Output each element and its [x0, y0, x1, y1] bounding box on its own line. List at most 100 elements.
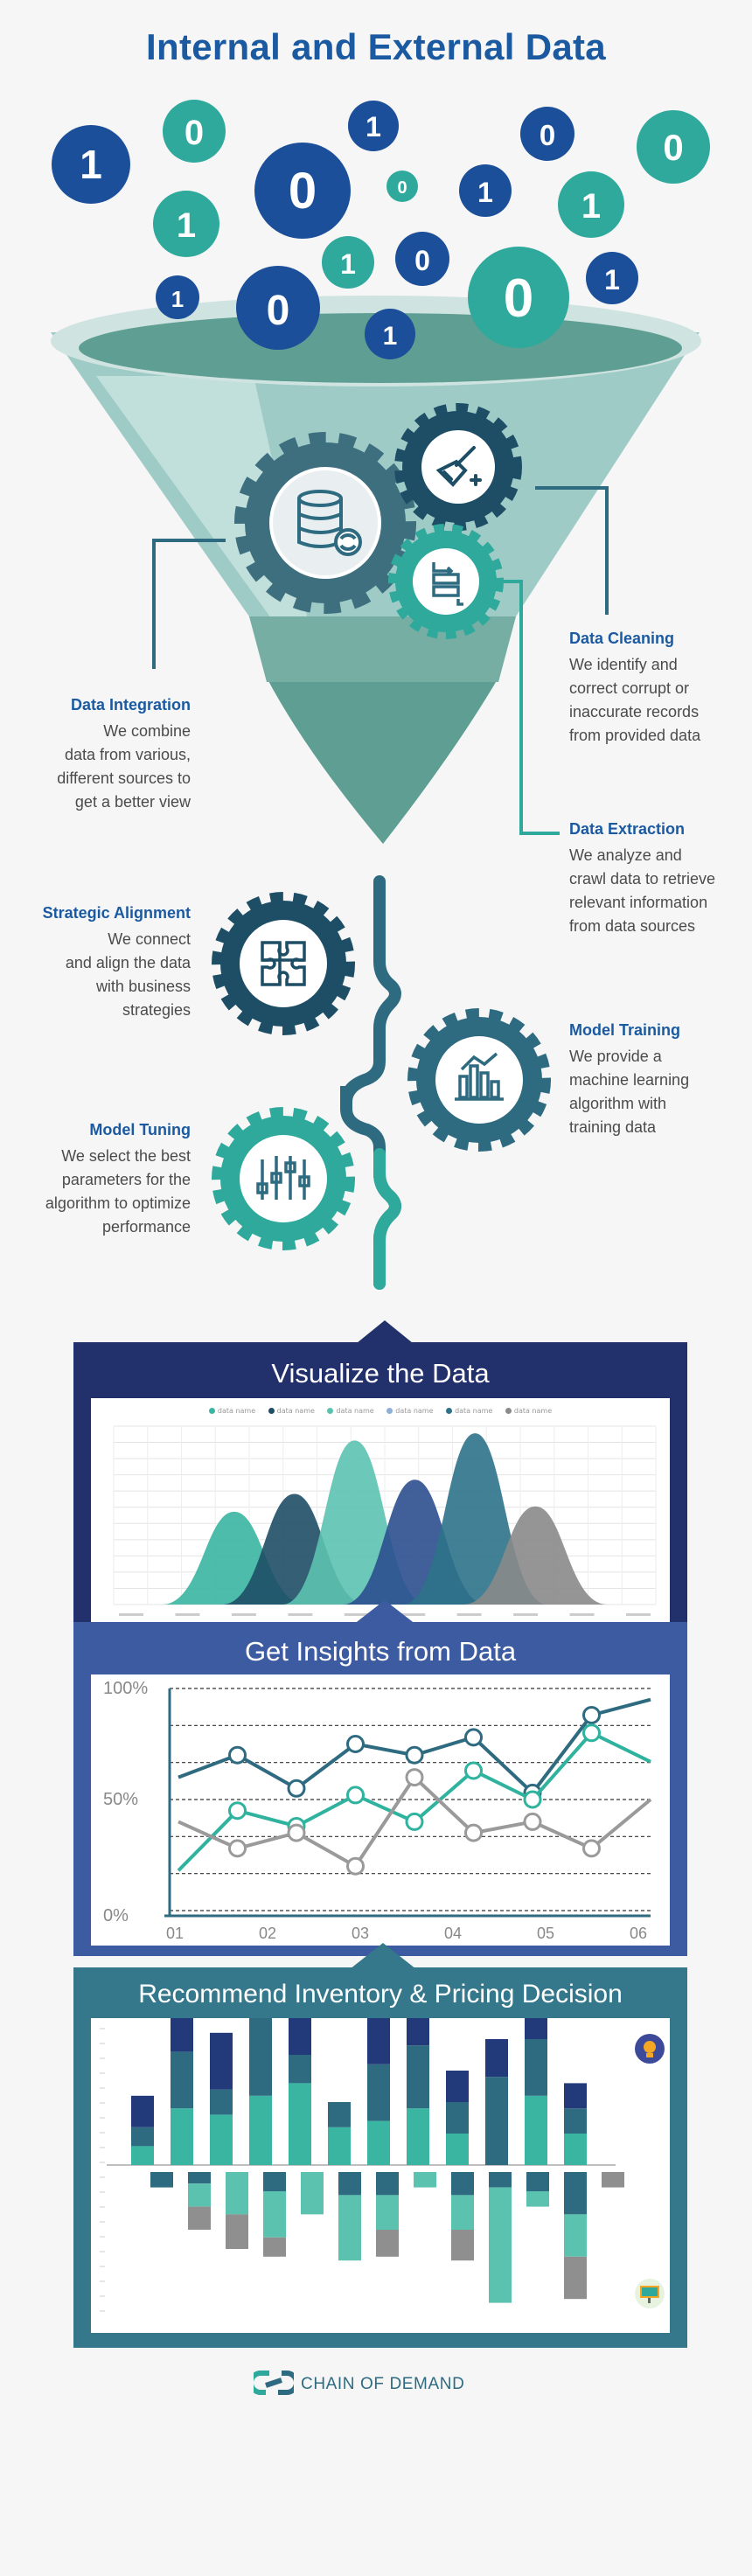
bar-segment	[451, 2230, 474, 2261]
data-point	[405, 1768, 424, 1787]
digit-circle: 0	[637, 110, 710, 184]
data-point	[582, 1723, 601, 1743]
binary-digits: 1 0 1 0 1 0 0 1 1 0 1 0 1 0 1 0 1	[52, 100, 710, 359]
bar-segment	[131, 2146, 154, 2165]
bar-segment	[489, 2172, 512, 2188]
svg-text:1: 1	[171, 286, 184, 312]
bar-segment	[171, 2051, 193, 2109]
connector-extraction	[490, 580, 560, 835]
bar-segment	[525, 2039, 547, 2096]
data-point	[346, 1856, 365, 1876]
brand-name: CHAIN OF DEMAND	[301, 2375, 465, 2393]
step-line: inaccurate records	[569, 703, 700, 721]
step-line: strategies	[122, 1001, 191, 1019]
step-alignment: Strategic Alignment We connect and align…	[17, 904, 191, 1022]
broom-icon	[435, 446, 482, 487]
tuning-gear	[212, 1107, 355, 1250]
x-tick-label: 06	[630, 1925, 647, 1942]
bar-segment	[407, 2108, 429, 2165]
bar-segment	[338, 2195, 361, 2261]
bar-segment	[171, 2108, 193, 2165]
bar-segment	[226, 2214, 248, 2249]
bar-segment	[210, 2114, 233, 2165]
data-point	[346, 1735, 365, 1753]
bar-segment	[376, 2230, 399, 2257]
data-point	[287, 1823, 306, 1842]
puzzle-icon	[261, 941, 306, 986]
training-gear	[407, 1008, 551, 1152]
bar-segment	[249, 1963, 272, 2096]
svg-text:0: 0	[504, 268, 533, 329]
panel-title: Get Insights from Data	[244, 1636, 517, 1667]
bar-segment	[485, 2039, 508, 2078]
bar-segment	[485, 2077, 508, 2165]
bar-segment	[171, 1988, 193, 2052]
bar-segment	[301, 2172, 324, 2215]
data-point	[464, 1761, 483, 1780]
svg-text:0: 0	[289, 163, 317, 219]
connector-cleaning	[535, 486, 609, 615]
connector-integration	[152, 539, 226, 669]
bar-segment	[263, 2191, 286, 2238]
bar-segment	[564, 2214, 587, 2257]
digit-circle: 1	[348, 101, 399, 151]
area-chart	[113, 1425, 657, 1616]
bar-segment	[564, 2108, 587, 2134]
model-pipeline-illustration	[212, 875, 551, 1290]
svg-text:1: 1	[477, 177, 493, 208]
data-point	[582, 1705, 601, 1724]
x-tick-label	[175, 1613, 200, 1616]
panel-title: Visualize the Data	[271, 1358, 490, 1389]
data-point	[228, 1745, 247, 1765]
bar-segment	[446, 2071, 469, 2102]
step-line: get a better view	[74, 793, 191, 811]
step-line: with business	[95, 978, 191, 995]
svg-text:1: 1	[177, 206, 196, 245]
step-line: from provided data	[569, 727, 701, 744]
x-tick-label	[288, 1613, 313, 1616]
funnel-neck	[267, 678, 498, 844]
x-tick-label: 04	[444, 1925, 462, 1942]
step-line: We identify and	[569, 656, 678, 673]
digit-circle: 1	[322, 236, 374, 289]
funnel-neck-band	[249, 616, 516, 682]
cleaning-gear	[394, 403, 522, 531]
step-heading: Data Integration	[70, 696, 191, 714]
x-tick-label	[569, 1613, 595, 1616]
data-point	[464, 1728, 483, 1747]
step-heading: Model Training	[569, 1021, 681, 1039]
panel-title: Recommend Inventory & Pricing Decision	[138, 1980, 623, 2009]
bar-segment	[249, 2095, 272, 2165]
bar-segment	[188, 2172, 211, 2184]
recommend-panel: Recommend Inventory & Pricing Decision	[73, 1925, 687, 2348]
bar-segment	[263, 2237, 286, 2257]
bar-segment	[564, 2083, 587, 2109]
legend-item: data name	[505, 1407, 552, 1415]
data-point	[287, 1779, 306, 1798]
alignment-gear	[212, 892, 355, 1035]
step-line: performance	[101, 1218, 191, 1236]
bar-segment	[564, 2134, 587, 2165]
x-tick-label	[231, 1613, 256, 1616]
y-tick-label: 50%	[103, 1790, 138, 1809]
step-integration: Data Integration We combine data from va…	[17, 696, 191, 814]
brand-logo: CHAIN OF DEMAND	[254, 2368, 498, 2399]
bar-segment	[367, 2120, 390, 2165]
bar-segment	[526, 2172, 549, 2191]
bar-segment	[263, 2172, 286, 2191]
area-series	[463, 1506, 608, 1605]
extraction-gear	[388, 524, 504, 639]
legend-item: data name	[386, 1407, 434, 1415]
digit-circle: 0	[254, 143, 351, 239]
step-line: We analyze and	[569, 846, 682, 864]
x-tick-label: 01	[166, 1925, 184, 1942]
bar-segment	[451, 2172, 474, 2196]
bar-segment	[525, 2001, 547, 2039]
legend-item: data name	[208, 1407, 255, 1415]
digit-circle: 0	[468, 247, 569, 348]
svg-text:0: 0	[663, 127, 683, 168]
data-point	[582, 1839, 601, 1858]
chart-legend: data name data name data name data name …	[91, 1407, 670, 1415]
